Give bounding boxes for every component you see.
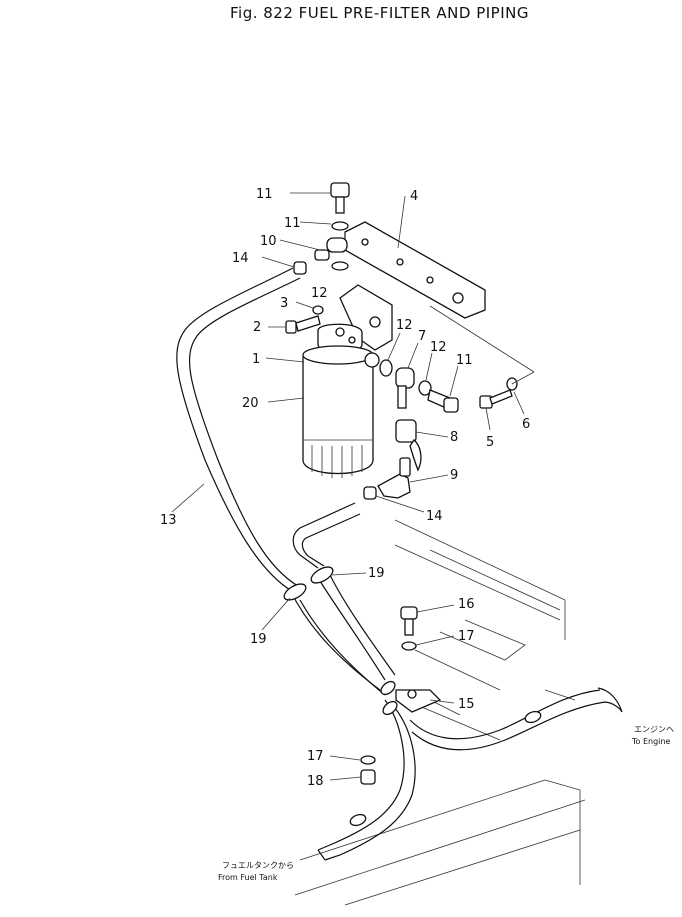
callout-11-top: 11 — [256, 187, 273, 202]
elbow-7 — [395, 367, 415, 409]
callout-2: 2 — [253, 320, 261, 335]
filter-cartridge-20 — [302, 345, 380, 478]
callout-19-left: 19 — [250, 632, 267, 647]
callout-12-far: 12 — [430, 340, 447, 355]
callout-17-top: 17 — [458, 629, 475, 644]
nut-18 — [360, 769, 376, 785]
callout-7: 7 — [418, 329, 426, 344]
direction-notes: エンジンヘ To Engine フュエルタンクから From Fuel Tank — [218, 725, 674, 882]
leader-lines — [171, 192, 535, 781]
callout-8: 8 — [450, 430, 458, 445]
callout-15: 15 — [458, 697, 475, 712]
pipe-clamps — [283, 566, 542, 827]
callout-16: 16 — [458, 597, 475, 612]
callout-12-mid: 12 — [311, 286, 328, 301]
callout-17-bottom: 17 — [307, 749, 324, 764]
washer-3 — [312, 305, 324, 315]
callout-6: 6 — [522, 417, 530, 432]
callout-9: 9 — [450, 468, 458, 483]
washer-12-top — [331, 221, 349, 231]
washer-12-right — [379, 359, 393, 377]
bolt-5 — [479, 389, 513, 409]
callout-18: 18 — [307, 774, 324, 789]
bolt-11-right — [427, 389, 459, 413]
callout-12-right: 12 — [396, 318, 413, 333]
bolt-2 — [285, 315, 321, 334]
nut-14-top — [293, 261, 307, 275]
bolt-11-top — [330, 182, 350, 214]
callout-20: 20 — [242, 396, 259, 411]
bracket-15 — [395, 689, 442, 713]
washer-12-mid — [331, 261, 349, 271]
fuel-hose-main — [289, 502, 623, 861]
elbow-9 — [377, 457, 411, 499]
bracket-4 — [344, 221, 486, 319]
nut-14-lower — [363, 486, 377, 500]
valve-8 — [395, 419, 422, 472]
callout-14-top: 14 — [232, 251, 249, 266]
figure-title: Fig. 822 FUEL PRE-FILTER AND PIPING — [230, 4, 529, 22]
elbow-10 — [314, 237, 348, 261]
washer-17-top — [401, 641, 417, 651]
callout-19-right: 19 — [368, 566, 385, 581]
fuel-hose-13 — [176, 267, 301, 591]
callout-14-lower: 14 — [426, 509, 443, 524]
callout-3: 3 — [280, 296, 288, 311]
filter-head — [317, 284, 393, 354]
callout-10: 10 — [260, 234, 277, 249]
washer-12-far — [418, 380, 432, 396]
callout-4: 4 — [410, 189, 418, 204]
from-tank-en: From Fuel Tank — [218, 873, 278, 882]
callout-1: 1 — [252, 352, 260, 367]
from-tank-jp: フュエルタンクから — [222, 861, 294, 870]
callout-5: 5 — [486, 435, 494, 450]
callout-labels: 11 11 10 14 4 12 3 2 1 20 12 7 12 11 5 6… — [160, 187, 530, 789]
to-engine-jp: エンジンヘ — [634, 725, 674, 734]
callout-11-right: 11 — [456, 353, 473, 368]
bolt-16 — [400, 606, 418, 636]
callout-12-top: 11 — [284, 216, 301, 231]
callout-13: 13 — [160, 513, 177, 528]
washer-17-bottom — [360, 755, 376, 765]
to-engine-en: To Engine — [631, 737, 670, 746]
frame-outline — [294, 519, 586, 906]
